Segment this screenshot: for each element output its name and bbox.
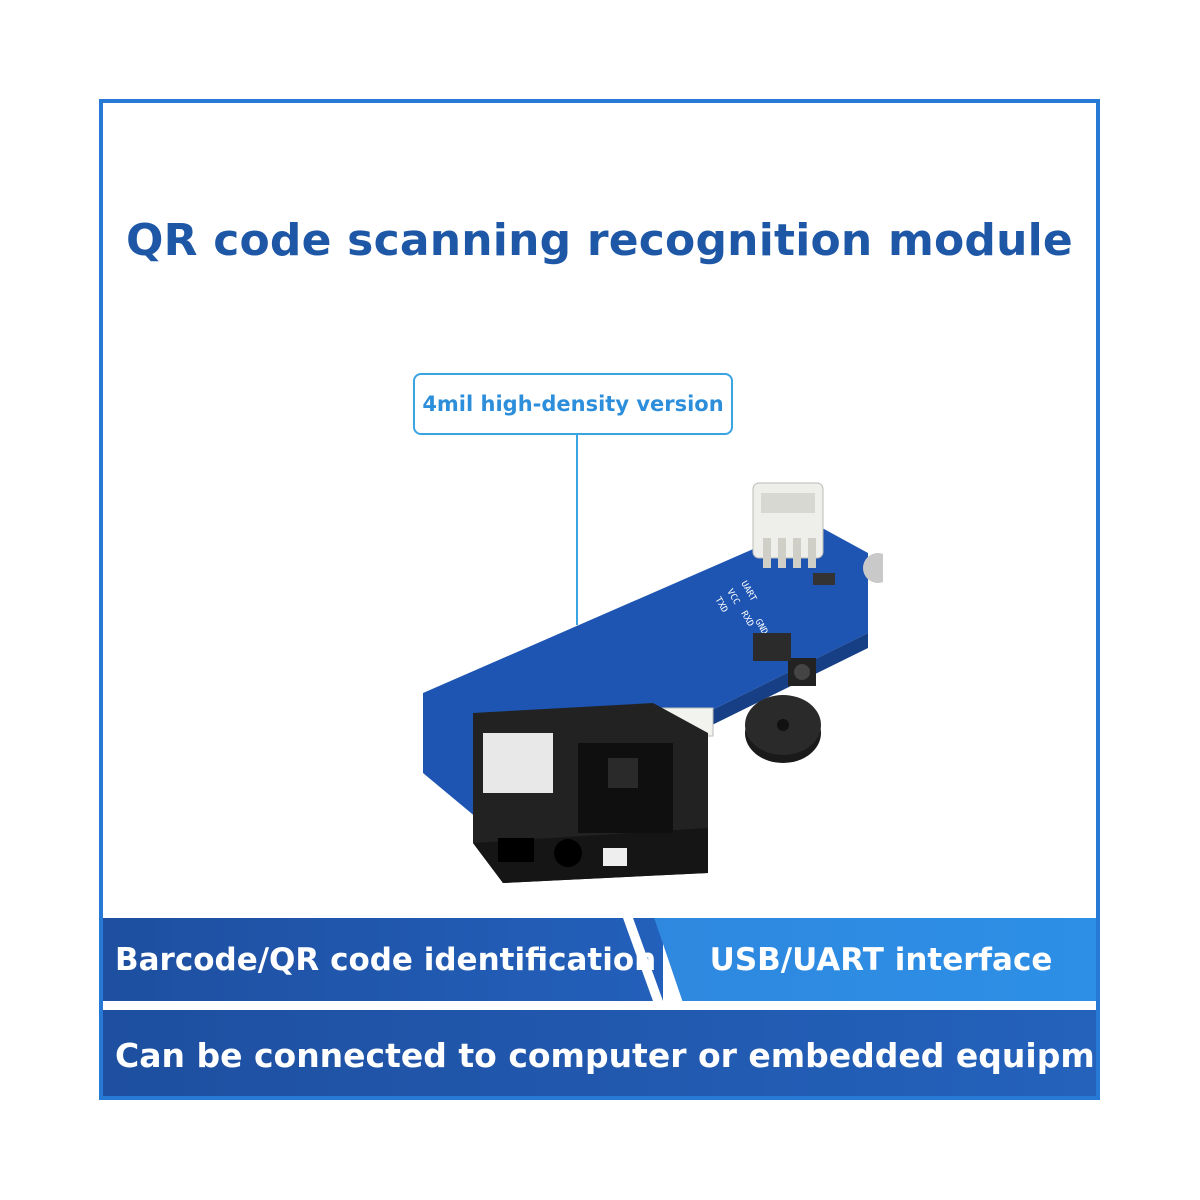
version-callout-label: 4mil high-density version <box>422 392 724 416</box>
feature-left-label: Barcode/QR code identification <box>115 941 657 978</box>
bottom-banner: Can be connected to computer or embedded… <box>103 1010 1096 1096</box>
feature-right: USB/UART interface <box>654 918 1096 1001</box>
feature-band: Barcode/QR code identification USB/UART … <box>103 918 1096 1001</box>
bottom-banner-label: Can be connected to computer or embedded… <box>115 1035 1100 1075</box>
feature-right-label: USB/UART interface <box>709 941 1053 978</box>
page-title: QR code scanning recognition module <box>126 215 1073 266</box>
scanner-module-image: UART VCC TXD RXD GND <box>423 482 883 883</box>
feature-left: Barcode/QR code identification <box>103 918 663 1001</box>
product-frame: QR code scanning recognition module 4mil… <box>99 99 1100 1100</box>
buzzer <box>745 695 821 763</box>
scan-engine <box>473 703 708 883</box>
version-callout: 4mil high-density version <box>413 373 733 435</box>
callout-pointer-line <box>576 435 578 625</box>
